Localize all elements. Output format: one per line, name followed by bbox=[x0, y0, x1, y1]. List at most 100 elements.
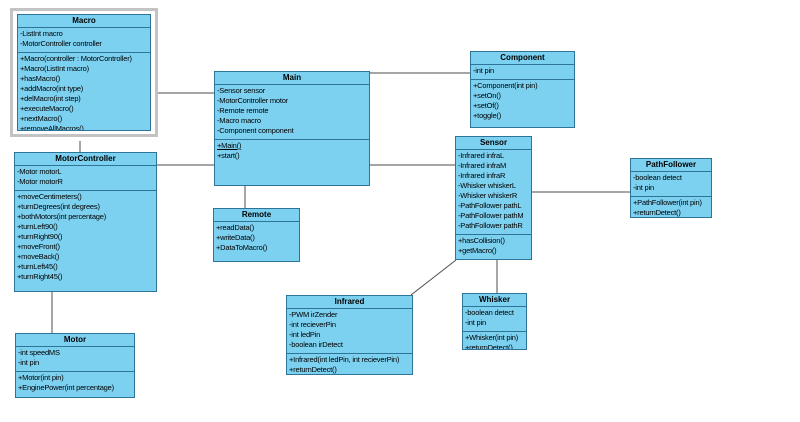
class-title: Macro bbox=[18, 15, 150, 28]
class-member: -MotorController motor bbox=[217, 96, 289, 105]
class-member: -int pin bbox=[465, 318, 486, 327]
class-member: +turnRight90() bbox=[17, 232, 63, 241]
class-member: -Motor motorR bbox=[17, 177, 63, 186]
class-member: -Whisker whiskerR bbox=[458, 191, 518, 200]
methods-compartment: +Whisker(int pin)+returnDetect() bbox=[463, 332, 526, 350]
class-macro[interactable]: Macro -ListInt macro-MotorController con… bbox=[17, 14, 151, 131]
attributes-compartment: -Infrared infraL-Infrared infraM-Infrare… bbox=[456, 150, 531, 235]
class-member: -Motor motorL bbox=[17, 167, 62, 176]
class-member: -Macro macro bbox=[217, 116, 261, 125]
class-member: -int pin bbox=[473, 66, 494, 75]
class-member: -int pin bbox=[18, 358, 39, 367]
class-member: -int ledPin bbox=[289, 330, 321, 339]
methods-compartment: +readData()+writeData()+DataToMacro() bbox=[214, 222, 299, 261]
class-title: PathFollower bbox=[631, 159, 711, 172]
class-member: -int pin bbox=[633, 183, 654, 192]
class-title: Main bbox=[215, 72, 369, 85]
class-member: +moveCentimeters() bbox=[17, 192, 82, 201]
class-member: +toggle() bbox=[473, 111, 502, 120]
class-member: +bothMotors(int percentage) bbox=[17, 212, 107, 221]
attributes-compartment: -ListInt macro-MotorController controlle… bbox=[18, 28, 150, 53]
methods-compartment: +moveCentimeters()+turnDegrees(int degre… bbox=[15, 191, 156, 291]
class-member: -Infrared infraL bbox=[458, 151, 504, 160]
class-remote[interactable]: Remote +readData()+writeData()+DataToMac… bbox=[213, 208, 300, 262]
class-member: +nextMacro() bbox=[20, 114, 62, 123]
class-member: +writeData() bbox=[216, 233, 255, 242]
class-member: +Whisker(int pin) bbox=[465, 333, 519, 342]
methods-compartment: +hasCollision()+getMacro() bbox=[456, 235, 531, 259]
class-member: +Motor(int pin) bbox=[18, 373, 64, 382]
class-member: -Sensor sensor bbox=[217, 86, 266, 95]
class-member: +returnDetect() bbox=[465, 343, 513, 350]
class-member: +start() bbox=[217, 151, 240, 160]
class-member: +Infrared(int ledPin, int recieverPin) bbox=[289, 355, 400, 364]
methods-compartment: +PathFollower(int pin)+returnDetect() bbox=[631, 197, 711, 217]
class-member: +turnRight45() bbox=[17, 272, 63, 281]
class-member: -boolean detect bbox=[465, 308, 514, 317]
class-member: -PWM irZender bbox=[289, 310, 338, 319]
class-title: Remote bbox=[214, 209, 299, 222]
class-member: -Whisker whiskerL bbox=[458, 181, 516, 190]
class-member: +hasMacro() bbox=[20, 74, 61, 83]
class-title: Sensor bbox=[456, 137, 531, 150]
class-member: +PathFollower(int pin) bbox=[633, 198, 702, 207]
methods-compartment: +Main()+start() bbox=[215, 140, 369, 185]
class-member: -PathFollower pathL bbox=[458, 201, 522, 210]
class-member: +turnLeft45() bbox=[17, 262, 58, 271]
class-member: +turnLeft90() bbox=[17, 222, 58, 231]
methods-compartment: +Macro(controller : MotorController)+Mac… bbox=[18, 53, 150, 131]
class-title: Component bbox=[471, 52, 574, 65]
class-member: +EnginePower(int percentage) bbox=[18, 383, 114, 392]
class-member: +DataToMacro() bbox=[216, 243, 268, 252]
class-component[interactable]: Component -int pin +Component(int pin)+s… bbox=[470, 51, 575, 128]
attributes-compartment: -boolean detect-int pin bbox=[463, 307, 526, 332]
class-member: +setOn() bbox=[473, 91, 501, 100]
class-member: +moveBack() bbox=[17, 252, 60, 261]
connector-sensor-infrared[interactable] bbox=[410, 259, 457, 296]
class-title: Motor bbox=[16, 334, 134, 347]
class-member: -MotorController controller bbox=[20, 39, 102, 48]
class-member: +returnDetect() bbox=[633, 208, 681, 217]
class-infrared[interactable]: Infrared -PWM irZender-int recieverPin-i… bbox=[286, 295, 413, 375]
class-member: +addMacro(int type) bbox=[20, 84, 84, 93]
class-title: Whisker bbox=[463, 294, 526, 307]
class-member: +Main() bbox=[217, 141, 242, 150]
class-motor[interactable]: Motor -int speedMS-int pin +Motor(int pi… bbox=[15, 333, 135, 398]
class-motorcontroller[interactable]: MotorController -Motor motorL-Motor moto… bbox=[14, 152, 157, 292]
class-member: -int speedMS bbox=[18, 348, 60, 357]
class-member: +readData() bbox=[216, 223, 255, 232]
class-member: +Macro(controller : MotorController) bbox=[20, 54, 132, 63]
methods-compartment: +Infrared(int ledPin, int recieverPin)+r… bbox=[287, 354, 412, 374]
class-member: -Infrared infraR bbox=[458, 171, 506, 180]
attributes-compartment: -int pin bbox=[471, 65, 574, 80]
class-member: +Component(int pin) bbox=[473, 81, 538, 90]
class-member: +delMacro(int step) bbox=[20, 94, 81, 103]
class-member: +getMacro() bbox=[458, 246, 497, 255]
class-sensor[interactable]: Sensor -Infrared infraL-Infrared infraM-… bbox=[455, 136, 532, 260]
methods-compartment: +Component(int pin)+setOn()+setOf()+togg… bbox=[471, 80, 574, 127]
attributes-compartment: -Sensor sensor-MotorController motor-Rem… bbox=[215, 85, 369, 140]
methods-compartment: +Motor(int pin)+EnginePower(int percenta… bbox=[16, 372, 134, 397]
class-member: -Remote remote bbox=[217, 106, 269, 115]
class-main[interactable]: Main -Sensor sensor-MotorController moto… bbox=[214, 71, 370, 186]
class-member: -PathFollower pathR bbox=[458, 221, 523, 230]
attributes-compartment: -int speedMS-int pin bbox=[16, 347, 134, 372]
class-member: +turnDegrees(int degrees) bbox=[17, 202, 100, 211]
class-member: -int recieverPin bbox=[289, 320, 336, 329]
class-member: +removeAllMacros() bbox=[20, 124, 84, 131]
class-member: -Component component bbox=[217, 126, 294, 135]
class-member: -ListInt macro bbox=[20, 29, 63, 38]
class-member: +hasCollision() bbox=[458, 236, 505, 245]
class-pathfollower[interactable]: PathFollower -boolean detect-int pin +Pa… bbox=[630, 158, 712, 218]
class-member: -Infrared infraM bbox=[458, 161, 507, 170]
attributes-compartment: -Motor motorL-Motor motorR bbox=[15, 166, 156, 191]
class-member: -boolean detect bbox=[633, 173, 682, 182]
class-title: Infrared bbox=[287, 296, 412, 309]
class-member: +Macro(ListInt macro) bbox=[20, 64, 89, 73]
class-whisker[interactable]: Whisker -boolean detect-int pin +Whisker… bbox=[462, 293, 527, 350]
class-title: MotorController bbox=[15, 153, 156, 166]
class-member: -boolean irDetect bbox=[289, 340, 343, 349]
class-member: +setOf() bbox=[473, 101, 499, 110]
